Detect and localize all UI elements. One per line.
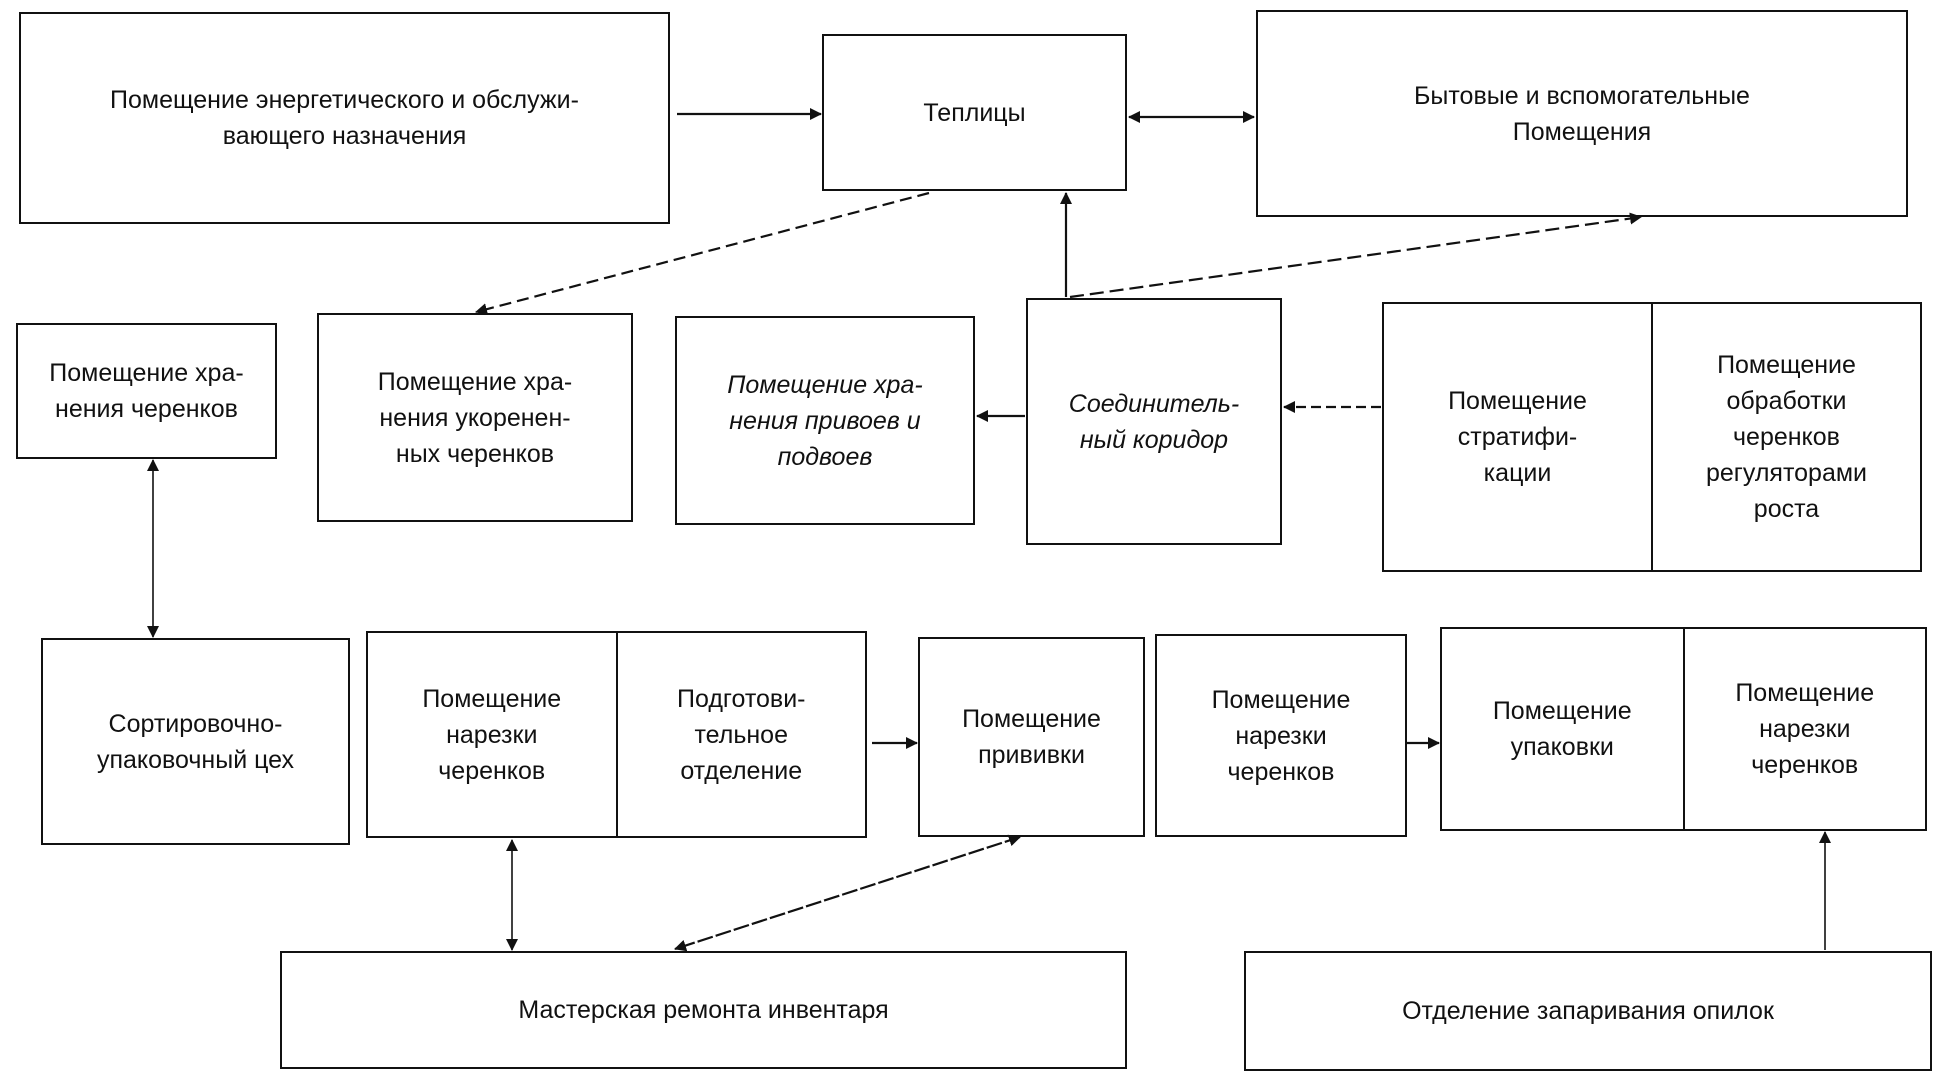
node-group-packing-cutting: Помещение упаковки Помещение нарезки чер… [1440,627,1927,831]
node-label: Мастерская ремонта инвентаря [518,996,889,1024]
node-group-cutting-preparatory: Помещение нарезки черенков Подготови- те… [366,631,867,838]
node-label: Помещение хра- нения укоренен- ных черен… [377,367,573,468]
node-group-stratification: Помещение стратифи- кации Помещение обра… [1382,302,1922,572]
node-label: Помещение нарезки черенков [1735,679,1875,779]
node-label: Сортировочно- упаковочный цех [96,709,295,774]
node-cuttings-storage: Помещение хра- нения черенков [16,323,277,459]
node-cutting-room-3: Помещение нарезки черенков [1682,629,1926,829]
node-stratification: Помещение стратифи- кации [1384,304,1651,570]
node-label: Соединитель- ный коридор [1068,389,1240,454]
node-grafting-room: Помещение прививки [918,637,1145,837]
node-label: Помещение упаковки [1492,697,1632,761]
node-label: Помещение хра- нения черенков [49,359,244,423]
node-scion-rootstock-storage: Помещение хра- нения привоев и подвоев [675,316,975,525]
node-label: Помещение стратифи- кации [1448,387,1587,487]
edge-grafting-workshop [674,834,1021,952]
node-sorting-packing-shop: Сортировочно- упаковочный цех [41,638,350,845]
node-cutting-room-1: Помещение нарезки черенков [368,633,616,836]
node-energy-room: Помещение энергетического и обслужи- ваю… [19,12,670,224]
node-sawdust-steaming: Отделение запаривания опилок [1244,951,1932,1071]
node-preparatory-department: Подготови- тельное отделение [615,633,866,836]
node-label: Теплицы [923,98,1026,127]
node-label: Отделение запаривания опилок [1402,997,1774,1025]
node-cutting-room-2: Помещение нарезки черенков [1155,634,1407,837]
node-growth-regulator-treatment: Помещение обработки черенков регуляторам… [1651,304,1920,570]
node-packing-room: Помещение упаковки [1442,629,1683,829]
node-label: Бытовые и вспомогательные Помещения [1414,81,1750,146]
node-label: Помещение нарезки черенков [1211,685,1351,786]
node-label: Помещение хра- нения привоев и подвоев [727,370,923,471]
edge-corridor-to-household [1069,212,1642,299]
node-greenhouses: Теплицы [822,34,1127,191]
node-label: Подготови- тельное отделение [677,684,806,785]
node-inventory-repair-workshop: Мастерская ремонта инвентаря [280,951,1127,1069]
node-label: Помещение прививки [962,705,1101,769]
node-household-rooms: Бытовые и вспомогательные Помещения [1256,10,1908,217]
node-connecting-corridor: Соединитель- ный коридор [1026,298,1282,545]
node-label: Помещение обработки черенков регуляторам… [1705,351,1868,523]
node-rooted-cuttings-storage: Помещение хра- нения укоренен- ных черен… [317,313,633,522]
node-label: Помещение энергетического и обслужи- ваю… [110,86,579,150]
node-label: Помещение нарезки черенков [422,684,562,785]
